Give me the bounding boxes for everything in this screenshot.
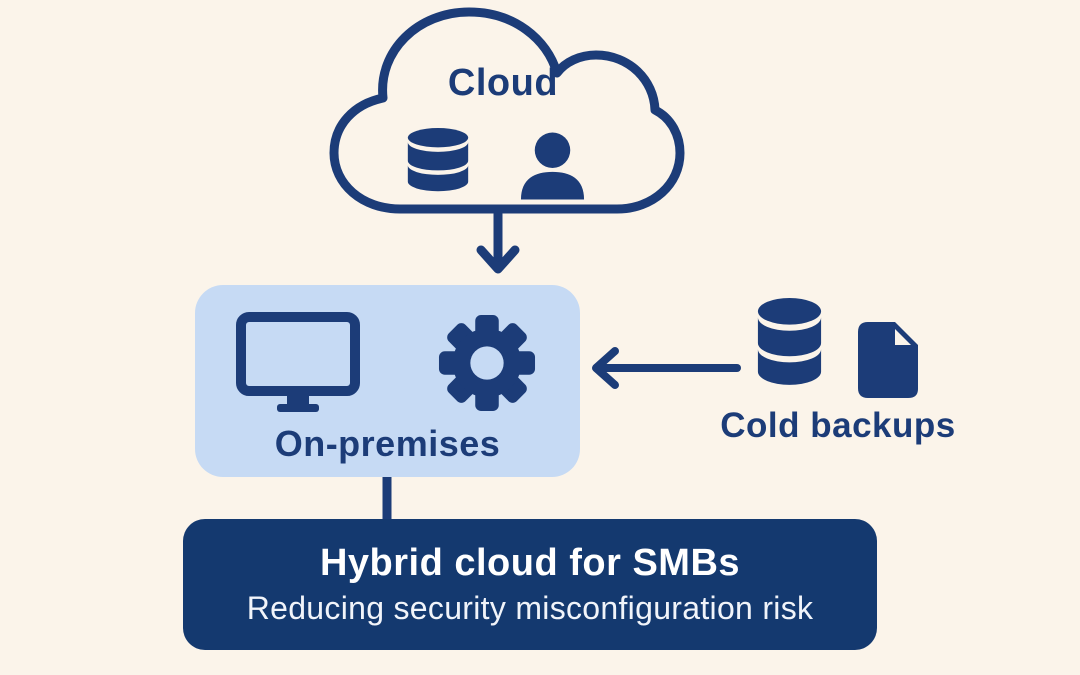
gear-icon: [438, 314, 536, 412]
database-icon: [407, 128, 469, 192]
banner-subtitle: Reducing security misconfiguration risk: [246, 590, 814, 626]
arrow-cloud-to-onprem: [476, 209, 520, 274]
document-icon: [858, 322, 918, 398]
monitor-icon: [236, 312, 360, 412]
cloud-shape: [329, 7, 685, 214]
banner-title: Hybrid cloud for SMBs: [319, 542, 741, 584]
arrow-backups-to-onprem: [592, 347, 741, 389]
user-icon: [520, 132, 585, 200]
on-premises-box: On-premises: [195, 285, 580, 477]
on-premises-label: On-premises: [274, 423, 501, 464]
cold-backups-label: Cold backups: [720, 406, 956, 445]
cloud-label: Cloud: [447, 62, 559, 104]
database-icon: [757, 298, 822, 385]
banner: Hybrid cloud for SMBs Reducing security …: [183, 519, 877, 650]
